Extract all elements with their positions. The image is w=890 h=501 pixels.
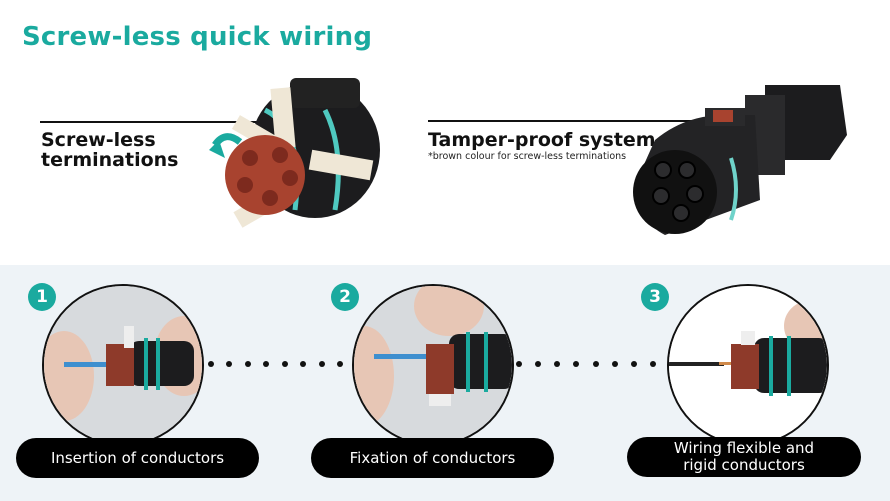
callout-line-terminations [40,121,268,123]
step-1-label: Insertion of conductors [16,438,259,478]
step-label-text: rigid conductors [683,456,805,474]
step-1-badge: 1 [28,283,56,311]
tamper-proof-connector-image [633,85,847,235]
feature-label-line: Screw-less [41,129,156,151]
step-2-badge: 2 [331,283,359,311]
feature-note: *brown colour for screw-less termination… [428,151,627,162]
step-label-text: Fixation of conductors [349,448,516,467]
page-title: Screw-less quick wiring [22,22,373,52]
feature-label-tamper: Tamper-proof system [428,129,656,151]
step-label-text: Wiring flexible and [673,439,815,457]
step-3-label: Wiring flexible and rigid conductors [627,437,861,477]
callout-line-tamper [428,120,703,122]
step-label-text: Insertion of conductors [50,448,225,467]
step-3-photo [667,284,829,446]
step-2-label: Fixation of conductors [311,438,554,478]
feature-label-terminations: Screw-less terminations [41,130,178,170]
screwless-connector-image [209,78,380,228]
step-2-photo [352,284,514,446]
step-1-photo [42,284,204,446]
step-connector-dots [516,361,656,367]
step-connector-dots [208,361,343,367]
hero-section: Screw-less quick wiring Screw-less termi… [22,22,847,235]
feature-label-line: terminations [41,149,179,171]
step-3-badge: 3 [641,283,669,311]
